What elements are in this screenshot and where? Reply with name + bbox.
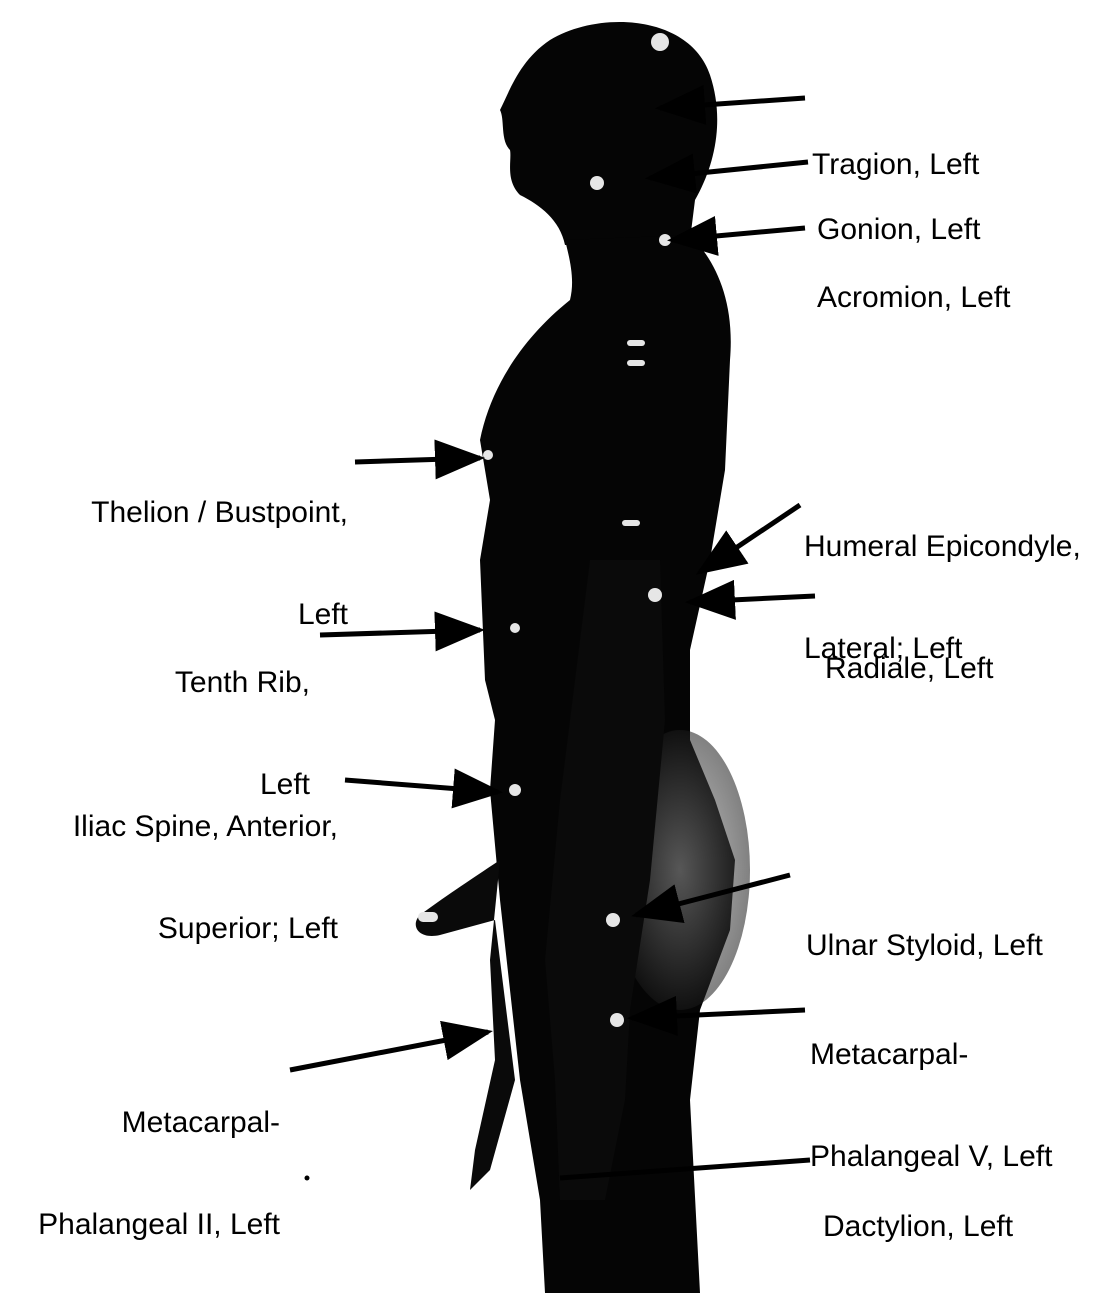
arrow-thelion — [355, 458, 480, 462]
arrow-mcp2 — [290, 1032, 488, 1070]
label-radiale: Radiale, Left — [825, 584, 993, 720]
label-dactylion: Dactylion, Left — [823, 1142, 1013, 1278]
label-acromion: Acromion, Left — [817, 213, 1010, 349]
arrow-radiale — [690, 596, 815, 602]
label-iliac-spine: Iliac Spine, Anterior, Superior; Left — [73, 742, 338, 980]
arrow-iliac — [345, 780, 498, 792]
arrow-acromion — [672, 228, 805, 240]
label-metacarpal-phalangeal-ii: Metacarpal- Phalangeal II, Left — [38, 1038, 280, 1276]
body-silhouette — [416, 22, 750, 1293]
